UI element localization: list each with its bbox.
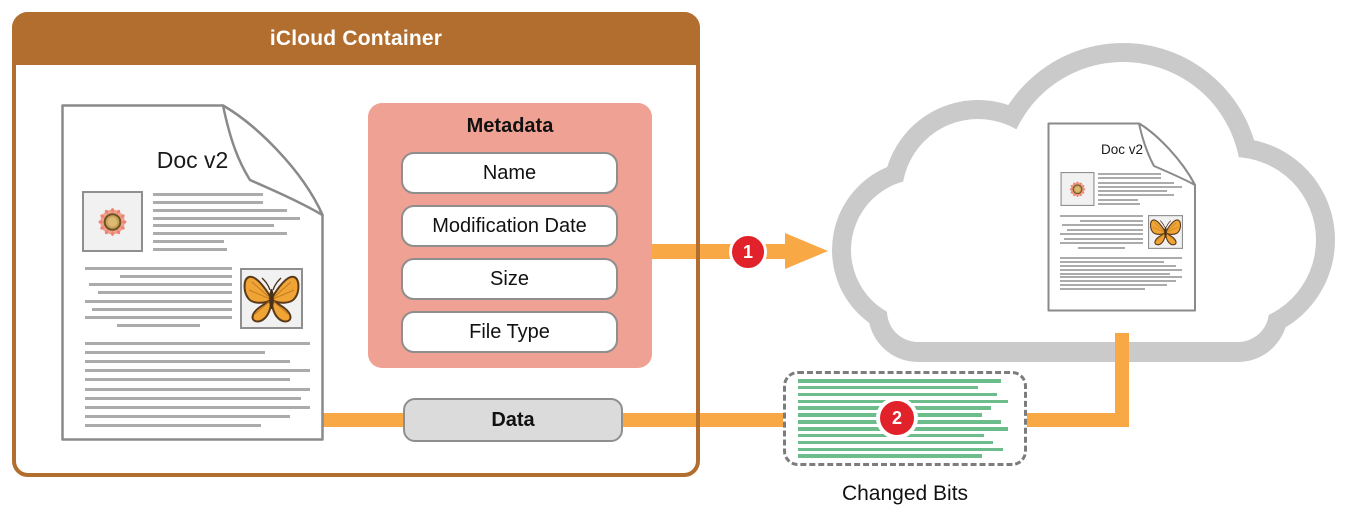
step-2-badge: 2 (876, 397, 918, 439)
butterfly-image (1148, 215, 1183, 249)
text-lines-block-1 (153, 193, 300, 251)
folded-corner (1138, 122, 1196, 186)
text-lines-block-3 (1060, 257, 1182, 290)
changed-bits-label: Changed Bits (841, 482, 969, 505)
icloud-container-header: iCloud Container (12, 12, 700, 65)
changed-bits-flow-line (1027, 413, 1129, 427)
cloud-document-title: Doc v2 (1100, 142, 1144, 157)
metadata-field-size: Size (401, 258, 618, 300)
cloud-document: Doc v2 (1047, 122, 1197, 312)
metadata-field-file-type: File Type (401, 311, 618, 353)
data-pill: Data (403, 398, 623, 442)
text-lines-block-1 (1098, 173, 1182, 205)
metadata-box: Metadata Name Modification Date Size Fil… (368, 103, 652, 368)
upload-arrow-shaft (1115, 333, 1129, 427)
metadata-title: Metadata (466, 115, 554, 137)
text-lines-block-2 (85, 267, 232, 327)
icloud-container-title: iCloud Container (269, 26, 443, 50)
folded-corner (221, 104, 324, 217)
butterfly-image (240, 268, 303, 329)
step-1-badge: 1 (729, 233, 767, 271)
local-document: Doc v2 (60, 103, 325, 442)
flower-image (82, 191, 143, 252)
metadata-field-modification-date: Modification Date (401, 205, 618, 247)
document-page-outline (61, 104, 324, 441)
text-lines-block-3 (85, 342, 310, 427)
text-lines-block-2 (1060, 215, 1143, 249)
cloud-document-page-outline (1047, 122, 1196, 312)
flower-image (1060, 172, 1095, 206)
document-title: Doc v2 (156, 147, 229, 173)
metadata-field-name: Name (401, 152, 618, 194)
metadata-arrow-head (785, 233, 828, 269)
